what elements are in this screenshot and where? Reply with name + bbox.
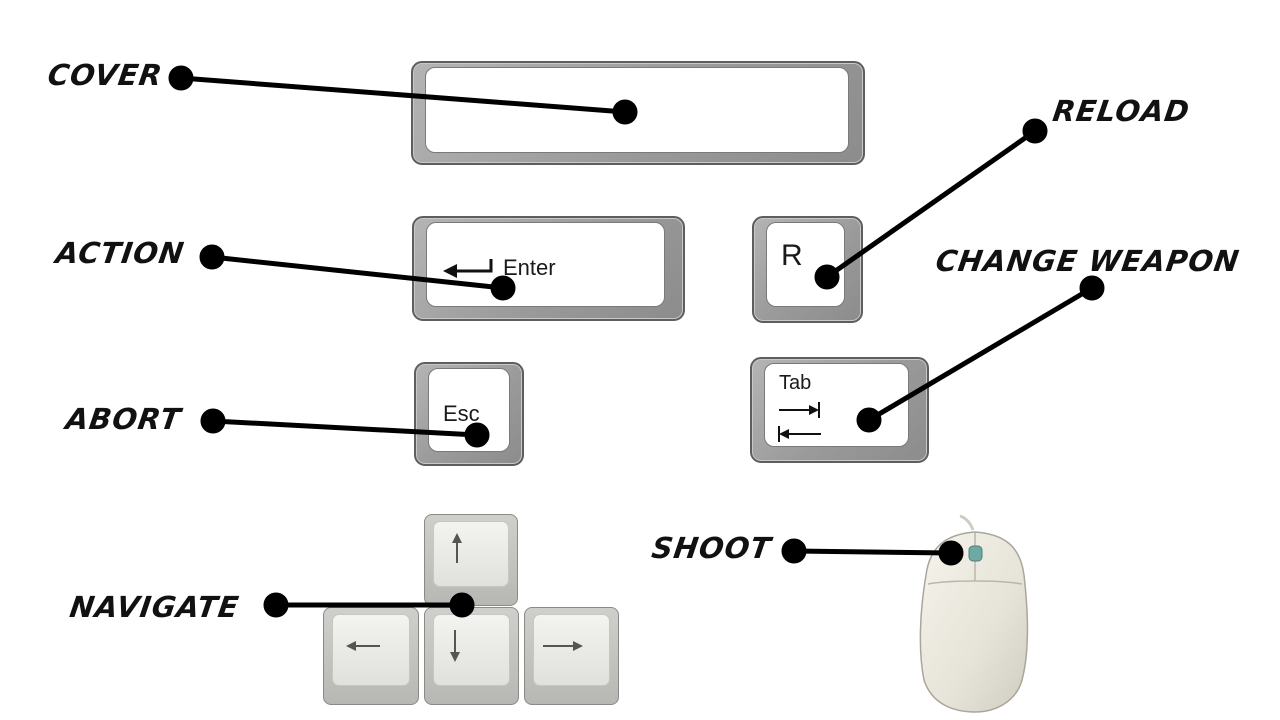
action-label: ACTION xyxy=(53,236,187,270)
esc-key: Esc xyxy=(414,362,524,466)
reload-label: RELOAD xyxy=(1050,94,1193,128)
arrow-left-icon xyxy=(346,641,380,651)
tab-key: Tab xyxy=(750,357,929,463)
navigate-label: NAVIGATE xyxy=(67,590,242,624)
tab-arrows-icon xyxy=(778,402,821,442)
abort-label: ABORT xyxy=(63,402,184,436)
shoot-leader-line xyxy=(793,548,952,556)
shoot-label: SHOOT xyxy=(649,531,774,565)
enter-arrow-icon xyxy=(443,259,493,278)
r-key: R xyxy=(752,216,863,323)
arrow-up-key xyxy=(424,514,518,606)
enter-key-label: Enter xyxy=(503,255,556,280)
change-weapon-label: CHANGE WEAPON xyxy=(933,244,1242,278)
spacebar-key xyxy=(411,61,865,165)
arrow-up-icon xyxy=(452,533,462,563)
enter-key: Enter xyxy=(412,216,685,321)
arrow-down-key xyxy=(424,607,519,705)
r-key-label: R xyxy=(781,239,803,272)
esc-key-label: Esc xyxy=(443,401,480,426)
tab-key-label: Tab xyxy=(779,372,812,394)
cover-label: COVER xyxy=(45,58,165,92)
arrow-right-icon xyxy=(543,641,583,651)
arrow-down-icon xyxy=(450,630,460,662)
arrow-left-key xyxy=(323,607,419,705)
arrow-right-key xyxy=(524,607,619,705)
